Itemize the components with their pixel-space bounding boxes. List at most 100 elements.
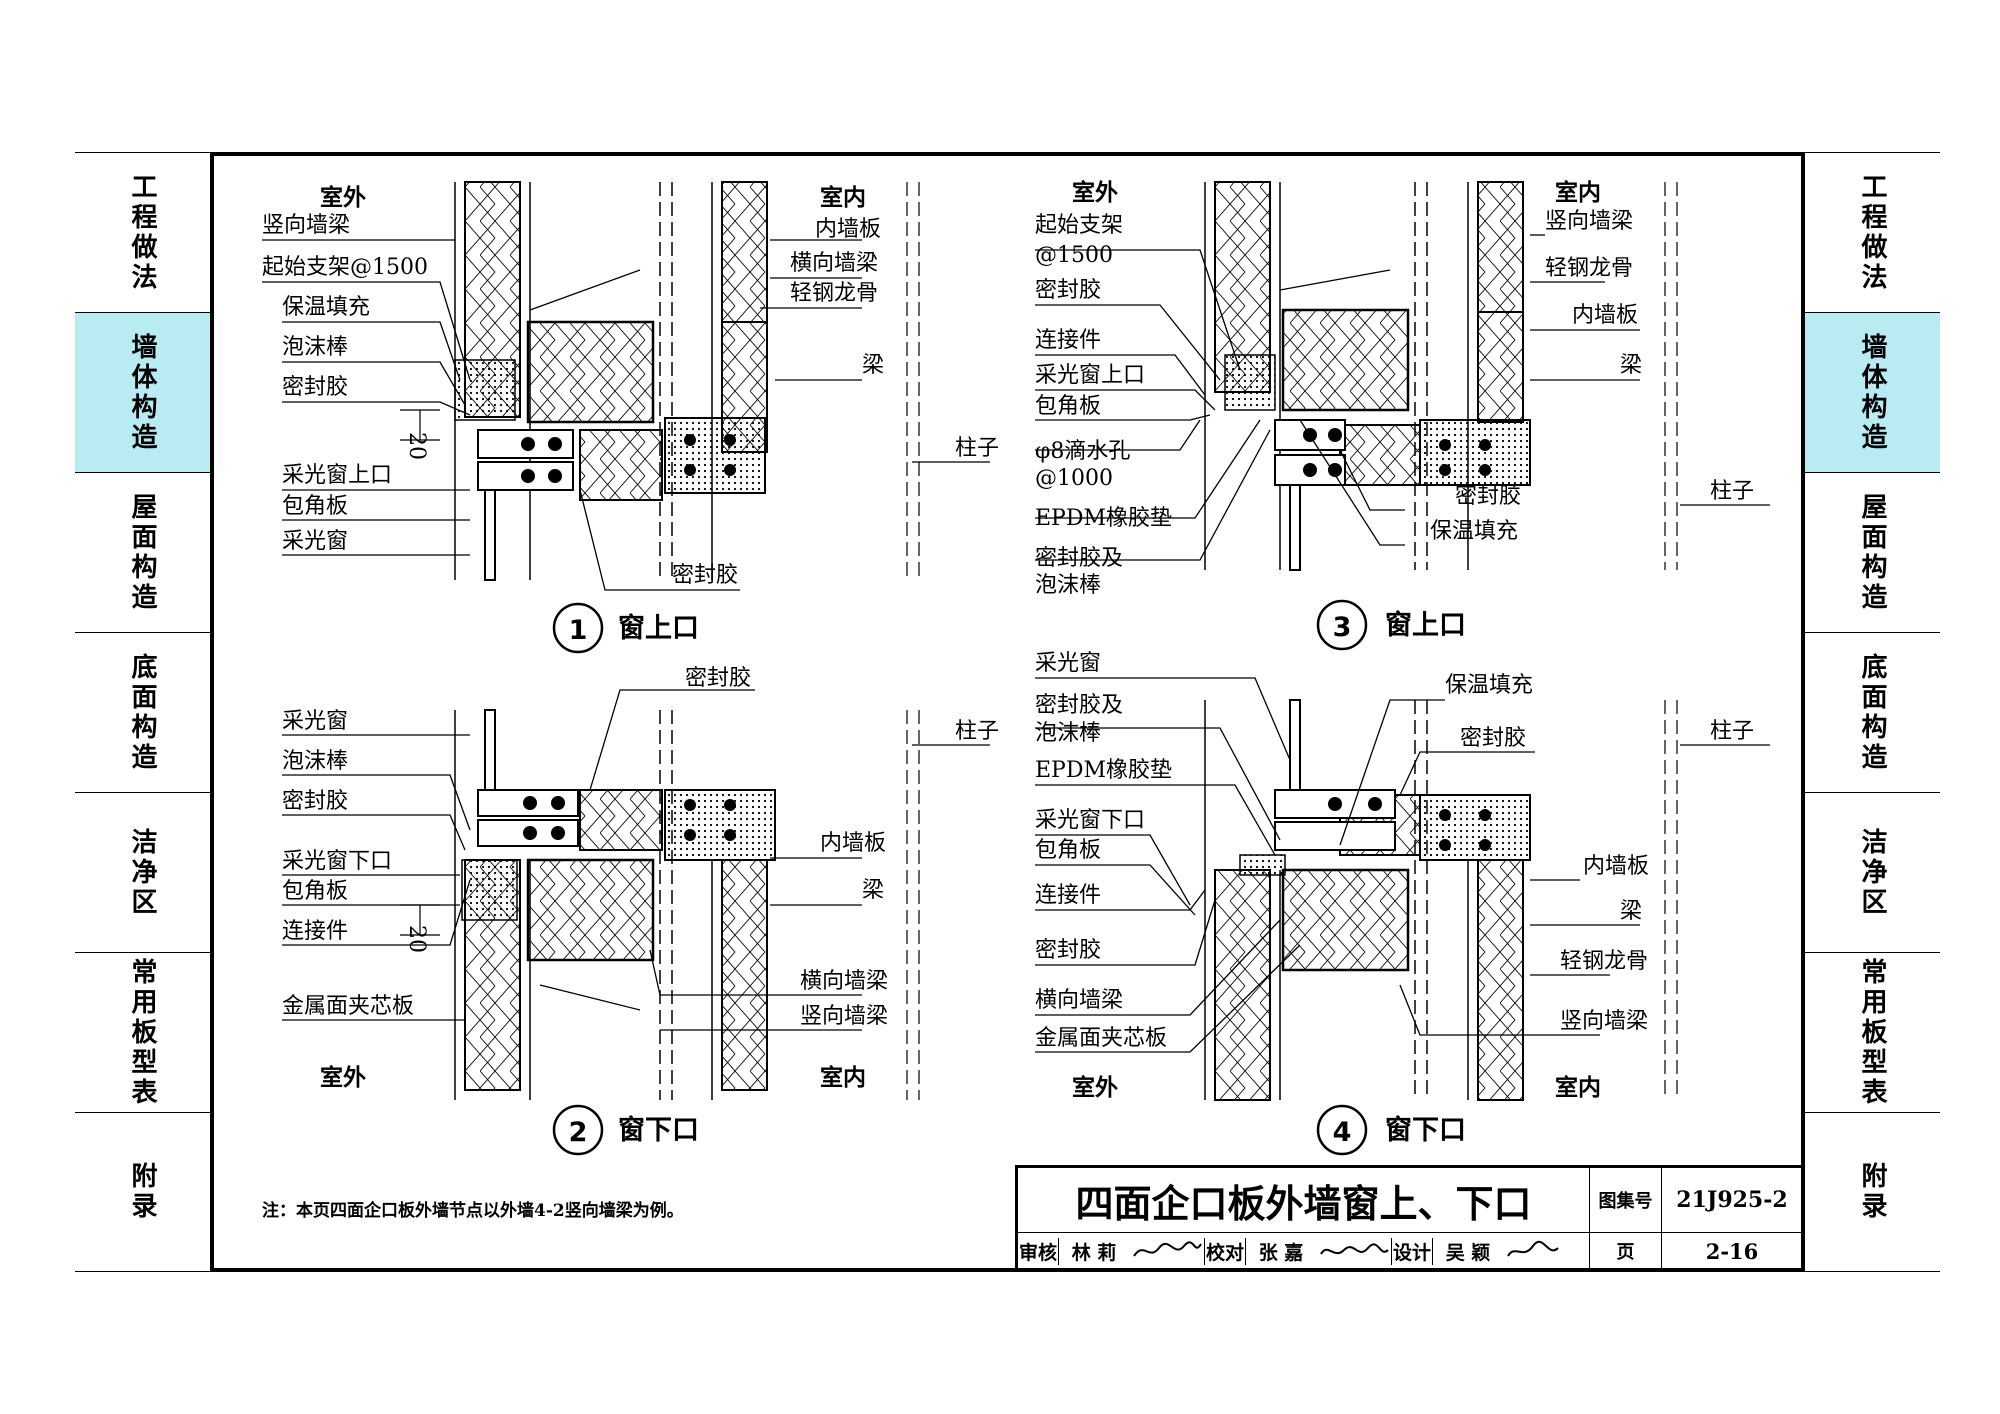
- sidebar-left-tab-1[interactable]: 墙体构造: [75, 312, 210, 472]
- d4-rlabel-0: 保温填充: [1445, 673, 1533, 698]
- d1-rlabel-1: 横向墙梁: [790, 251, 878, 276]
- sidebar-right-tab-0[interactable]: 工程做法: [1805, 152, 1940, 312]
- title-block: 四面企口板外墙窗上、下口 图集号 21J925-2 审核 林 莉 校对 张 嘉 …: [1015, 1165, 1805, 1272]
- d3-label-1: @1500: [1035, 243, 1113, 268]
- sidebar-left-tab-2[interactable]: 屋面构造: [75, 472, 210, 632]
- d1-label-2: 保温填充: [282, 295, 370, 320]
- d3-mlabel-1: 保温填充: [1430, 519, 1518, 544]
- d3-label-7: @1000: [1035, 466, 1113, 491]
- d3-label-6: φ8滴水孔: [1035, 439, 1130, 464]
- d1-label-7: 采光窗: [282, 529, 348, 554]
- d1-rlabel-3: 梁: [862, 353, 884, 378]
- signature-row: 审核 林 莉 校对 张 嘉 设计 吴 颖: [1018, 1233, 1590, 1269]
- d2-label-2: 密封胶: [282, 789, 348, 814]
- d4-label-2: 泡沫棒: [1035, 721, 1101, 746]
- d3-rlabel-2: 内墙板: [1572, 303, 1638, 328]
- d3-label-5: 包角板: [1035, 394, 1101, 419]
- atlas-label-cell: 图集号: [1590, 1168, 1662, 1233]
- d1-rlabel-2: 轻钢龙骨: [790, 281, 878, 306]
- sidebar-left-tab-0[interactable]: 工程做法: [75, 152, 210, 312]
- d4-label-0: 采光窗: [1035, 651, 1101, 676]
- d4-outside: 室外: [1072, 1074, 1118, 1101]
- d4-inside: 室内: [1555, 1074, 1601, 1101]
- d3-mlabel-0: 密封胶: [1455, 484, 1521, 509]
- d2-rlabel-1: 梁: [862, 878, 884, 903]
- d1-title: 窗上口: [618, 612, 699, 644]
- sidebar-right-tab-6[interactable]: 附录: [1805, 1112, 1940, 1272]
- sidebar-right-tab-1[interactable]: 墙体构造: [1805, 312, 1940, 472]
- d4-label-8: 横向墙梁: [1035, 988, 1123, 1013]
- d4-label-1: 密封胶及: [1035, 693, 1123, 718]
- designer-name: 吴 颖: [1445, 1241, 1491, 1264]
- d1-label-5: 采光窗上口: [282, 463, 392, 488]
- d3-label-8: EPDM橡胶垫: [1035, 506, 1172, 531]
- d2-rlabel-4: 柱子: [955, 719, 999, 744]
- d3-label-0: 起始支架: [1035, 213, 1123, 238]
- d3-rlabel-4: 柱子: [1710, 479, 1754, 504]
- d3-rlabel-3: 梁: [1620, 353, 1642, 378]
- d2-outside: 室外: [320, 1064, 366, 1091]
- detail-3: 室外 室内 起始支架 @1500 密封胶 连接件 采光窗上口 包角板 φ8滴水孔…: [1035, 179, 1770, 651]
- detail-4: 室外 室内 采光窗 密封胶及 泡沫棒 EPDM橡胶垫 采光窗下口 包角板 连接件…: [1035, 651, 1770, 1156]
- d2-label-4: 包角板: [282, 879, 348, 904]
- d1-outside: 室外: [320, 184, 366, 211]
- d3-num: 3: [1333, 612, 1352, 643]
- sidebar-right-tab-3[interactable]: 底面构造: [1805, 632, 1940, 792]
- d4-label-3: EPDM橡胶垫: [1035, 758, 1172, 783]
- d1-inside: 室内: [820, 184, 866, 211]
- d1-rlabel-0: 内墙板: [815, 217, 881, 242]
- detail-2: 20 室外 室内 采光窗 泡沫棒 密封胶 采光窗下口 包角板 连接件 金属面夹芯…: [282, 666, 999, 1156]
- atlas-number-cell: 21J925-2: [1662, 1168, 1802, 1233]
- design-label: 设计: [1391, 1237, 1433, 1265]
- d4-rlabel-3: 内墙板: [1583, 854, 1649, 879]
- d4-label-6: 连接件: [1035, 883, 1101, 908]
- review-label: 审核: [1018, 1237, 1059, 1265]
- d2-rlabel-3: 竖向墙梁: [800, 1004, 888, 1029]
- d3-label-4: 采光窗上口: [1035, 363, 1145, 388]
- check-label: 校对: [1204, 1237, 1246, 1265]
- d2-dim: 20: [404, 925, 429, 953]
- d4-rlabel-6: 竖向墙梁: [1560, 1009, 1648, 1034]
- checker-name: 张 嘉: [1258, 1241, 1304, 1264]
- note-text: 注：本页四面企口板外墙节点以外墙4-2竖向墙梁为例。: [262, 1201, 684, 1221]
- d2-label-1: 泡沫棒: [282, 749, 348, 774]
- d4-title: 窗下口: [1385, 1114, 1466, 1146]
- checker-signature-icon: [1320, 1243, 1389, 1255]
- sidebar-right-tab-4[interactable]: 洁净区: [1805, 792, 1940, 952]
- d1-label-6: 包角板: [282, 494, 348, 519]
- page-label: 页: [1616, 1242, 1635, 1263]
- d3-inside: 室内: [1555, 179, 1601, 206]
- detail-1: 20 室外 室内 竖向墙梁 起始支架@1500 保温填充 泡沫棒 密封胶 采光窗…: [262, 181, 999, 654]
- page-number: 2-16: [1705, 1238, 1759, 1264]
- d4-rlabel-5: 轻钢龙骨: [1560, 949, 1648, 974]
- d2-inside: 室内: [820, 1064, 866, 1091]
- sidebar-right-tab-2[interactable]: 屋面构造: [1805, 472, 1940, 632]
- d1-label-3: 泡沫棒: [282, 335, 348, 360]
- d2-label-top: 密封胶: [685, 666, 751, 691]
- d4-label-5: 包角板: [1035, 838, 1101, 863]
- d4-rlabel-4: 梁: [1620, 899, 1642, 924]
- atlas-label: 图集号: [1598, 1191, 1653, 1212]
- d3-rlabel-1: 轻钢龙骨: [1545, 256, 1633, 281]
- d2-num: 2: [569, 1117, 588, 1148]
- d1-label-bottom: 密封胶: [672, 563, 738, 588]
- d4-label-7: 密封胶: [1035, 938, 1101, 963]
- d4-rlabel-2: 柱子: [1710, 719, 1754, 744]
- d2-label-5: 连接件: [282, 919, 348, 944]
- d1-num: 1: [569, 615, 588, 646]
- d4-label-4: 采光窗下口: [1035, 808, 1145, 833]
- sidebar-left-tab-4[interactable]: 洁净区: [75, 792, 210, 952]
- sidebar-left-tab-5[interactable]: 常用板型表: [75, 952, 210, 1112]
- d2-title: 窗下口: [618, 1114, 699, 1146]
- d1-label-1: 起始支架@1500: [262, 255, 428, 280]
- reviewer-name: 林 莉: [1071, 1241, 1117, 1264]
- d3-label-3: 连接件: [1035, 328, 1101, 353]
- sidebar-left-tab-6[interactable]: 附录: [75, 1112, 210, 1272]
- sidebar-left-tab-3[interactable]: 底面构造: [75, 632, 210, 792]
- page-label-cell: 页: [1590, 1233, 1662, 1269]
- d3-outside: 室外: [1072, 179, 1118, 206]
- d3-title: 窗上口: [1385, 609, 1466, 641]
- sidebar-right-tab-5[interactable]: 常用板型表: [1805, 952, 1940, 1112]
- d3-label-10: 泡沫棒: [1035, 573, 1101, 598]
